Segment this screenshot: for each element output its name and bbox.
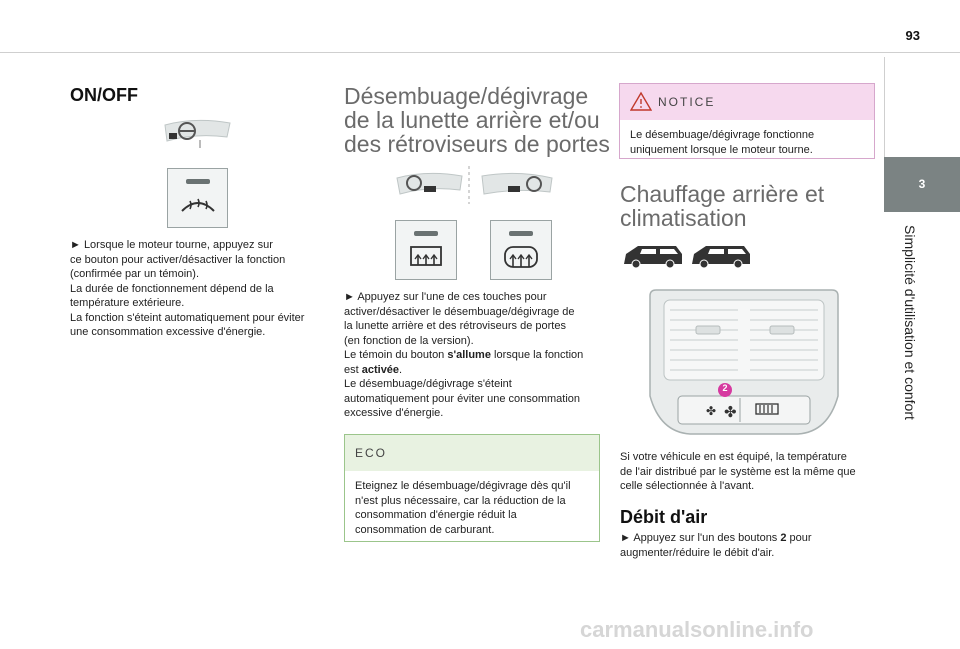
rear-window-defrost-button[interactable] xyxy=(395,220,457,280)
rear-vent-panel-illustration: ✤ ✤ xyxy=(649,289,839,435)
front-defrost-icon xyxy=(181,179,215,212)
mirror-defrost-icon xyxy=(504,231,538,268)
top-rule xyxy=(0,52,960,53)
vehicle-silhouettes xyxy=(624,246,750,269)
chapter-title: Simplicité d'utilisation et confort xyxy=(902,225,918,420)
eco-title: ECO xyxy=(355,446,388,460)
rear-defrost-icon xyxy=(410,231,442,266)
chapter-number: 3 xyxy=(918,177,926,191)
rear-climate-text: Si votre véhicule en est équipé, la temp… xyxy=(620,451,856,492)
chapter-tab[interactable]: 3 xyxy=(884,157,960,212)
notice-title: NOTICE xyxy=(658,95,716,109)
callout-badge: 2 xyxy=(722,383,728,393)
subheading-airflow: Débit d'air xyxy=(620,507,708,527)
eco-text: Eteignez le désembuage/dégivrage dès qu'… xyxy=(355,480,571,536)
section-heading-onoff: ON/OFF xyxy=(70,85,138,105)
page-number: 93 xyxy=(905,28,920,43)
windscreen-defrost-button[interactable] xyxy=(167,168,228,228)
eco-box: ECO Eteignez le désembuage/dégivrage dès… xyxy=(344,434,600,542)
airflow-text: ► Appuyez sur l'un des boutons 2 pour au… xyxy=(620,532,812,559)
sidebar-divider xyxy=(884,57,885,157)
mirror-defrost-button[interactable] xyxy=(490,220,552,280)
windscreen-heater-illustration xyxy=(164,119,231,148)
watermark: carmanualsonline.info xyxy=(580,617,814,642)
svg-text:✤: ✤ xyxy=(706,404,716,418)
warning-icon xyxy=(630,91,652,111)
mirror-defrost-illustration xyxy=(396,166,553,204)
svg-text:✤: ✤ xyxy=(724,403,737,421)
notice-box: NOTICE Le désembuage/dégivrage fonctionn… xyxy=(619,83,875,159)
